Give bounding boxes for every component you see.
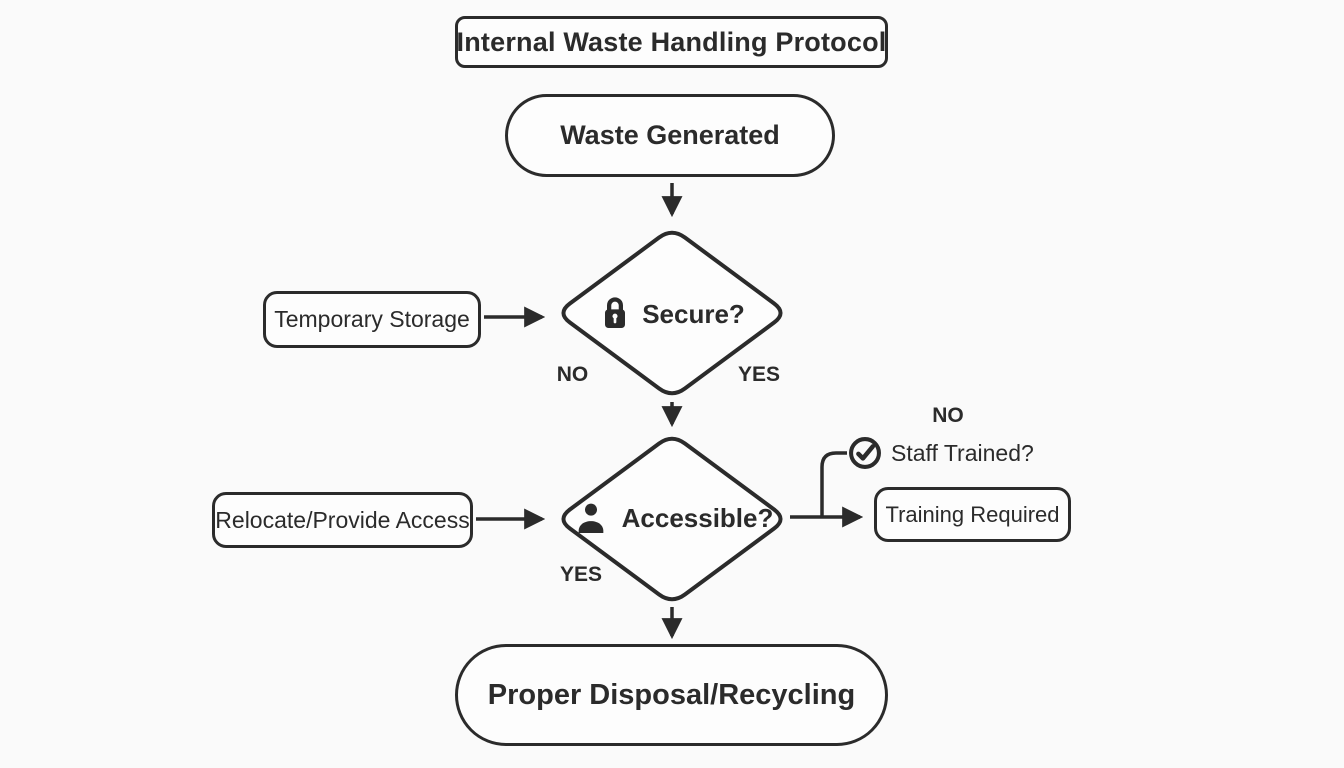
secure-decision-shape [561, 230, 783, 396]
accessible-yes-label: YES [559, 563, 603, 586]
accessible-decision-label: Accessible? [557, 493, 787, 543]
waste-generated-node: Waste Generated [505, 94, 835, 177]
accessible-label-text: Accessible? [621, 502, 774, 533]
relocate-provide-access-node: Relocate/Provide Access [212, 492, 473, 548]
staff-trained-annotation: Staff Trained? [847, 435, 1034, 471]
accessible-decision-shape [561, 436, 783, 602]
secure-decision-label: Secure? [557, 289, 787, 339]
proper-disposal-node: Proper Disposal/Recycling [455, 644, 888, 746]
temporary-storage-node: Temporary Storage [263, 291, 481, 348]
edge-branch-to-stafftrained [820, 451, 847, 517]
secure-no-label: NO [556, 363, 589, 386]
check-circle-icon [847, 435, 883, 471]
staff-trained-no-label: NO [932, 404, 964, 427]
proper-disposal-label: Proper Disposal/Recycling [487, 678, 856, 711]
waste-generated-label: Waste Generated [560, 120, 780, 150]
person-icon [571, 498, 611, 538]
relocate-provide-access-label: Relocate/Provide Access [215, 506, 470, 533]
secure-yes-label: YES [737, 363, 781, 386]
lock-icon [599, 295, 631, 333]
staff-trained-label: Staff Trained? [891, 439, 1034, 466]
training-required-node: Training Required [874, 487, 1071, 542]
secure-label-text: Secure? [642, 298, 745, 329]
diagram-title-text: Internal Waste Handling Protocol [456, 26, 887, 57]
diagram-title: Internal Waste Handling Protocol [455, 16, 888, 68]
training-required-label: Training Required [885, 501, 1060, 527]
temporary-storage-label: Temporary Storage [274, 306, 470, 332]
